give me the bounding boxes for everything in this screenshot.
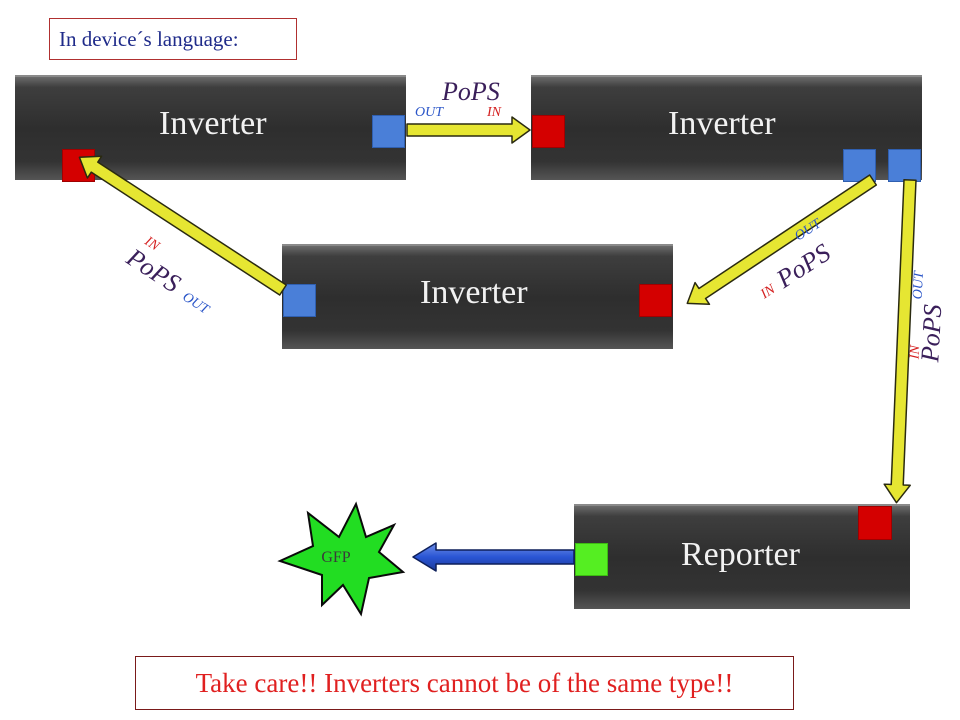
header-text: In device´s language: [59,26,239,51]
pops-arrow-top [406,116,531,144]
pops-arrow-down [883,178,917,504]
reporter-block: Reporter [574,504,910,609]
gfp-arrow [412,542,575,572]
inverter-middle-in-port [639,284,672,317]
inverter-top-right-out-port-2 [888,149,921,182]
inverter-middle: Inverter [282,244,673,349]
inverter-top-right-label: Inverter [668,105,776,142]
inverter-middle-label: Inverter [420,274,528,311]
in-label-down: IN [907,344,923,360]
pops-label-top: PoPS [441,77,500,106]
inverter-top-left: Inverter [15,75,406,182]
inverter-top-right-in-port [532,115,565,148]
out-label-down: OUT [911,270,928,300]
in-label-top: IN [486,105,502,120]
pops-arrow-right [686,174,878,306]
warning-text: Take care!! Inverters cannot be of the s… [195,667,734,698]
warning-caption: Take care!! Inverters cannot be of the s… [135,656,794,710]
out-label-top: OUT [415,105,444,120]
pops-label-down: PoPS [915,304,947,364]
inverter-middle-out-port [283,284,316,317]
reporter-in-port [858,506,892,540]
reporter-label: Reporter [681,536,800,573]
out-label-left: OUT [180,290,213,318]
header-caption: In device´s language: [49,18,297,60]
inverter-top-left-out-port [372,115,405,148]
in-label-right: IN [757,282,778,303]
reporter-out-port [575,543,608,576]
pops-arrow-left [78,155,288,296]
gfp-label: GFP [321,549,350,566]
inverter-top-left-label: Inverter [159,105,267,142]
gfp-star: GFP [277,501,406,617]
inverter-top-right: Inverter [531,75,922,182]
